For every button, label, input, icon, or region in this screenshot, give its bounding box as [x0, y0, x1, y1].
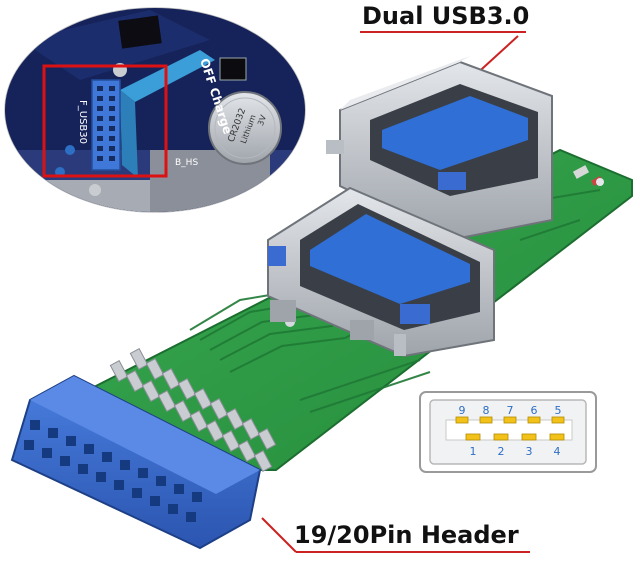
usb-port-icon: [326, 56, 553, 242]
pinout-diagram: 9 8 7 6 5 1 2 3 4: [419, 391, 597, 473]
pin-label-9: 9: [459, 404, 466, 417]
battery-voltage: 3V: [256, 113, 268, 126]
pin-label-3: 3: [526, 445, 533, 458]
usb-port-icon: [267, 186, 495, 358]
header-silkscreen: F_USB30: [77, 100, 88, 144]
pin-header-label: 19/20Pin Header: [294, 521, 519, 549]
pin-label-8: 8: [483, 404, 490, 417]
highlight-frame: [42, 64, 168, 178]
header-pins: [109, 348, 277, 472]
pin-label-6: 6: [531, 404, 538, 417]
board-corner-text: B_HS: [175, 158, 198, 168]
pin-label-5: 5: [555, 404, 562, 417]
pin-label-2: 2: [498, 445, 505, 458]
coin-battery: CR2032 Lithium 3V: [208, 91, 282, 165]
pin-label-4: 4: [554, 445, 561, 458]
pin-header-connector: [10, 374, 262, 550]
bottom-callout-pointer: [261, 517, 297, 553]
motherboard-inset: CR2032 Lithium 3V OFF Charge B_HS: [4, 7, 306, 213]
dual-usb-label: Dual USB3.0: [362, 2, 530, 30]
pin-label-7: 7: [507, 404, 514, 417]
pin-label-1: 1: [470, 445, 477, 458]
